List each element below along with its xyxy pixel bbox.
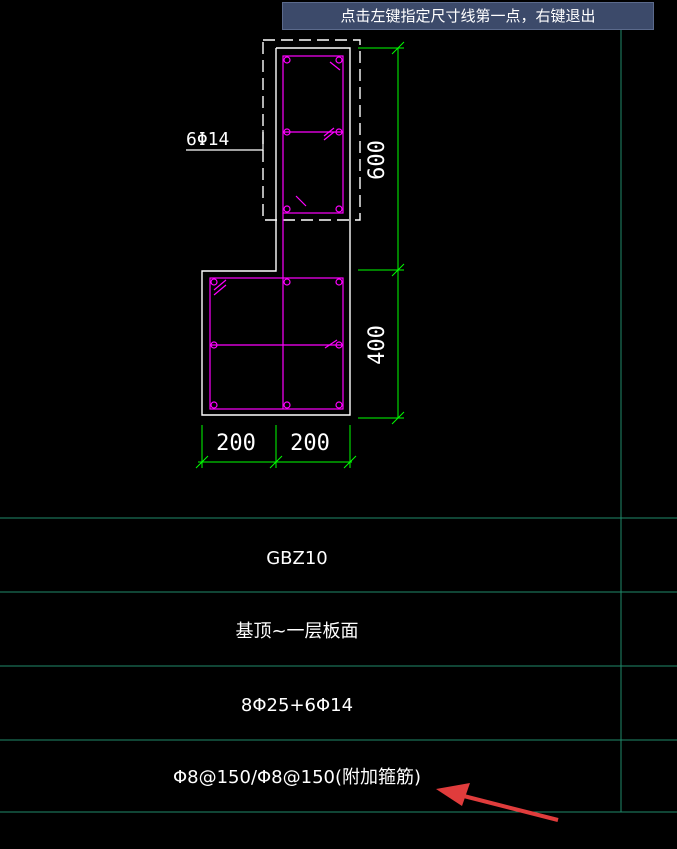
label-6phi14: 6Φ14 <box>186 129 229 150</box>
table-row-longitudinal-rebar: 8Φ25+6Φ14 <box>241 695 353 716</box>
dashed-outline <box>262 39 361 221</box>
leader-6phi14 <box>186 130 264 151</box>
dimension-400-label: 400 <box>365 325 390 365</box>
column-outline[interactable] <box>201 47 351 416</box>
rebar-bars <box>210 56 343 409</box>
command-prompt-tooltip: 点击左键指定尺寸线第一点，右键退出 <box>282 2 654 30</box>
table-row-stirrups: Φ8@150/Φ8@150(附加箍筋) <box>173 767 421 788</box>
red-arrow-annotation <box>436 783 559 822</box>
horizontal-dimensions <box>195 425 357 469</box>
table-grid <box>0 517 677 813</box>
table-row-name: GBZ10 <box>266 548 328 569</box>
dimension-600-label: 600 <box>365 140 390 180</box>
rebar-stirrups[interactable] <box>209 55 344 410</box>
vertical-dimensions <box>358 41 405 425</box>
dimension-200-left-label: 200 <box>216 431 256 456</box>
table-row-elevation: 基顶~一层板面 <box>235 621 358 642</box>
dimension-200-right-label: 200 <box>290 431 330 456</box>
